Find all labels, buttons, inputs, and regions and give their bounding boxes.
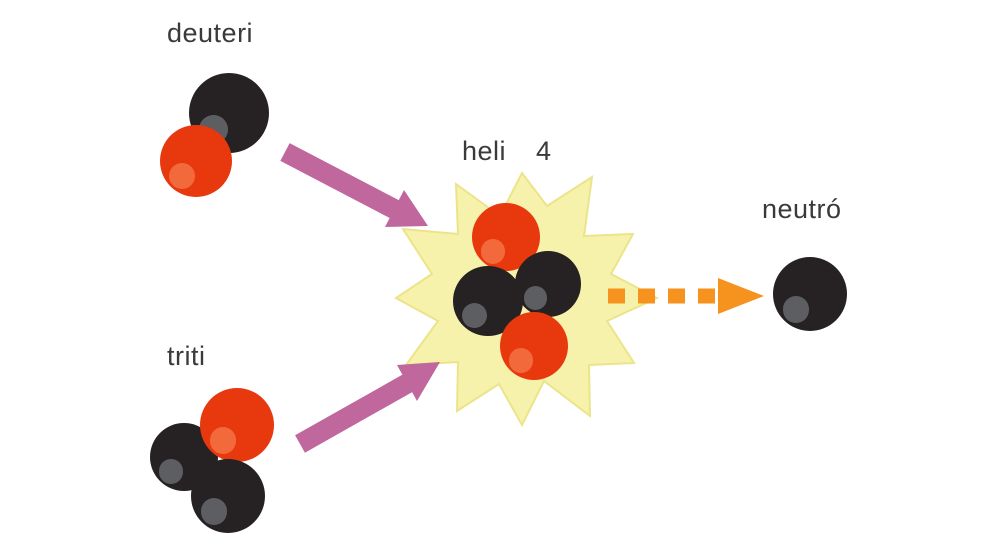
neutron-particle	[515, 251, 581, 317]
neutron-label: neutró	[762, 194, 842, 224]
neutron-emission-arrow	[608, 278, 764, 314]
proton-particle	[200, 388, 274, 462]
fusion-arrow-deuterium	[280, 143, 428, 227]
proton-particle	[500, 312, 568, 380]
fusion-arrow-tritium	[295, 362, 440, 453]
helium-label: heli 4	[462, 136, 552, 166]
neutron-particle	[773, 257, 847, 331]
deuterium-label: deuteri	[167, 18, 254, 48]
proton-particle	[160, 125, 232, 197]
neutron-particle	[191, 459, 265, 533]
tritium-label: triti	[167, 341, 206, 371]
